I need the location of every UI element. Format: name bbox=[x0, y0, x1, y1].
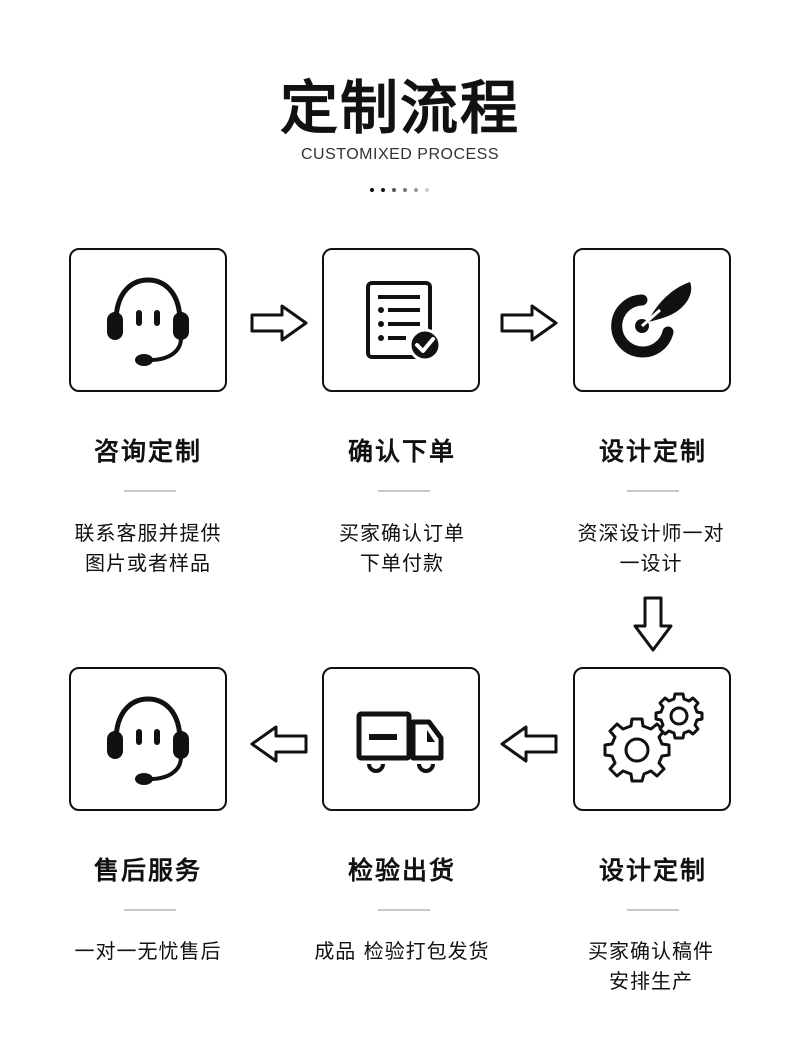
step-aftersales-desc-line1: 一对一无忧售后 bbox=[74, 939, 222, 963]
step-production-desc-line1: 买家确认稿件 bbox=[588, 939, 714, 963]
step-aftersales-card bbox=[69, 667, 227, 811]
dot bbox=[403, 188, 407, 192]
arrow-right-icon bbox=[500, 304, 558, 342]
step-production-desc-line2: 安排生产 bbox=[609, 969, 693, 993]
step-design-desc-line2: 一设计 bbox=[619, 551, 683, 575]
arrow-down-icon bbox=[633, 596, 673, 652]
dot bbox=[414, 188, 418, 192]
headset-icon bbox=[107, 277, 189, 366]
dot bbox=[370, 188, 374, 192]
step-consult-desc-line1: 联系客服并提供 bbox=[74, 521, 222, 545]
arrow-left-icon bbox=[500, 725, 558, 763]
step-confirm-divider bbox=[378, 490, 430, 492]
step-shipping-title: 检验出货 bbox=[347, 856, 456, 885]
truck-icon bbox=[356, 711, 444, 773]
step-aftersales-title: 售后服务 bbox=[93, 856, 202, 885]
step-confirm-card bbox=[322, 248, 480, 392]
step-consult-divider bbox=[124, 490, 176, 492]
step-consult-card bbox=[69, 248, 227, 392]
arrow-right-icon bbox=[250, 304, 308, 342]
design-pen-icon bbox=[611, 282, 692, 358]
step-shipping-desc-line1: 成品 检验打包发货 bbox=[314, 939, 490, 963]
step-consult-desc-line2: 图片或者样品 bbox=[85, 551, 211, 575]
page-subtitle: CUSTOMIXED PROCESS bbox=[300, 146, 500, 163]
step-design-desc-line1: 资深设计师一对 bbox=[577, 521, 725, 545]
step-design-card bbox=[573, 248, 731, 392]
arrow-left-icon bbox=[250, 725, 308, 763]
step-aftersales-divider bbox=[124, 909, 176, 911]
page-title: 定制流程 bbox=[279, 74, 520, 142]
dot bbox=[425, 188, 429, 192]
dot bbox=[381, 188, 385, 192]
gears-icon bbox=[603, 692, 704, 783]
checklist-icon bbox=[366, 281, 442, 362]
step-production-divider bbox=[627, 909, 679, 911]
step-production-title: 设计定制 bbox=[598, 856, 707, 885]
headset-icon bbox=[107, 696, 189, 785]
step-shipping-divider bbox=[378, 909, 430, 911]
step-confirm-desc-line2: 下单付款 bbox=[360, 551, 444, 575]
dot bbox=[392, 188, 396, 192]
step-shipping-card bbox=[322, 667, 480, 811]
step-design-divider bbox=[627, 490, 679, 492]
step-confirm-desc-line1: 买家确认订单 bbox=[339, 521, 465, 545]
step-consult-title: 咨询定制 bbox=[93, 437, 202, 466]
step-design-title: 设计定制 bbox=[598, 437, 707, 466]
step-production-card bbox=[573, 667, 731, 811]
step-confirm-title: 确认下单 bbox=[347, 437, 456, 466]
